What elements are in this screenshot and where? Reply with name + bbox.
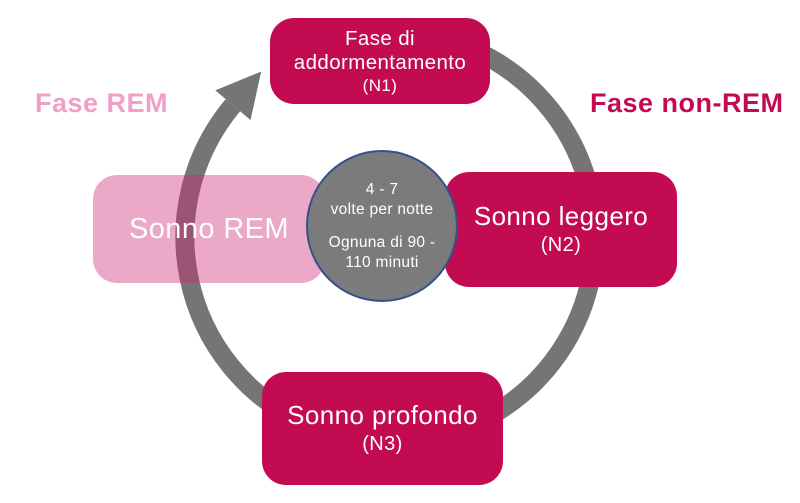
stage-box-n3-stage: (N3) — [362, 433, 403, 455]
center-circle-line3: Ognuna di 90 - — [328, 233, 436, 251]
stage-box-n2-title: Sonno leggero — [473, 201, 649, 231]
stage-box-n1: Fase di addormentamento (N1) — [270, 18, 490, 104]
center-circle-line4: 110 minuti — [345, 253, 419, 271]
label-fase-non-rem: Fase non-REM — [590, 88, 784, 118]
stage-box-rem-title: Sonno REM — [129, 212, 289, 245]
stage-box-rem: Sonno REM — [93, 175, 325, 283]
center-circle-duration: Ognuna di 90 - 110 minuti — [329, 233, 436, 273]
stage-box-n2: Sonno leggero (N2) — [445, 172, 677, 287]
label-fase-rem: Fase REM — [35, 88, 169, 118]
stage-box-n1-line2: addormentamento — [293, 50, 467, 74]
center-circle-line2: volte per notte — [330, 200, 434, 218]
center-circle: 4 - 7 volte per notte Ognuna di 90 - 110… — [306, 150, 458, 302]
center-circle-frequency: 4 - 7 volte per notte — [331, 180, 434, 220]
stage-box-n3-title: Sonno profondo — [287, 400, 478, 430]
stage-box-n1-line1: Fase di — [344, 26, 416, 50]
stage-box-n3: Sonno profondo (N3) — [262, 372, 503, 485]
arrowhead-icon — [215, 71, 262, 120]
center-circle-line1: 4 - 7 — [365, 180, 399, 198]
stage-box-n1-stage: (N1) — [362, 75, 398, 95]
stage-box-n2-stage: (N2) — [540, 234, 582, 256]
